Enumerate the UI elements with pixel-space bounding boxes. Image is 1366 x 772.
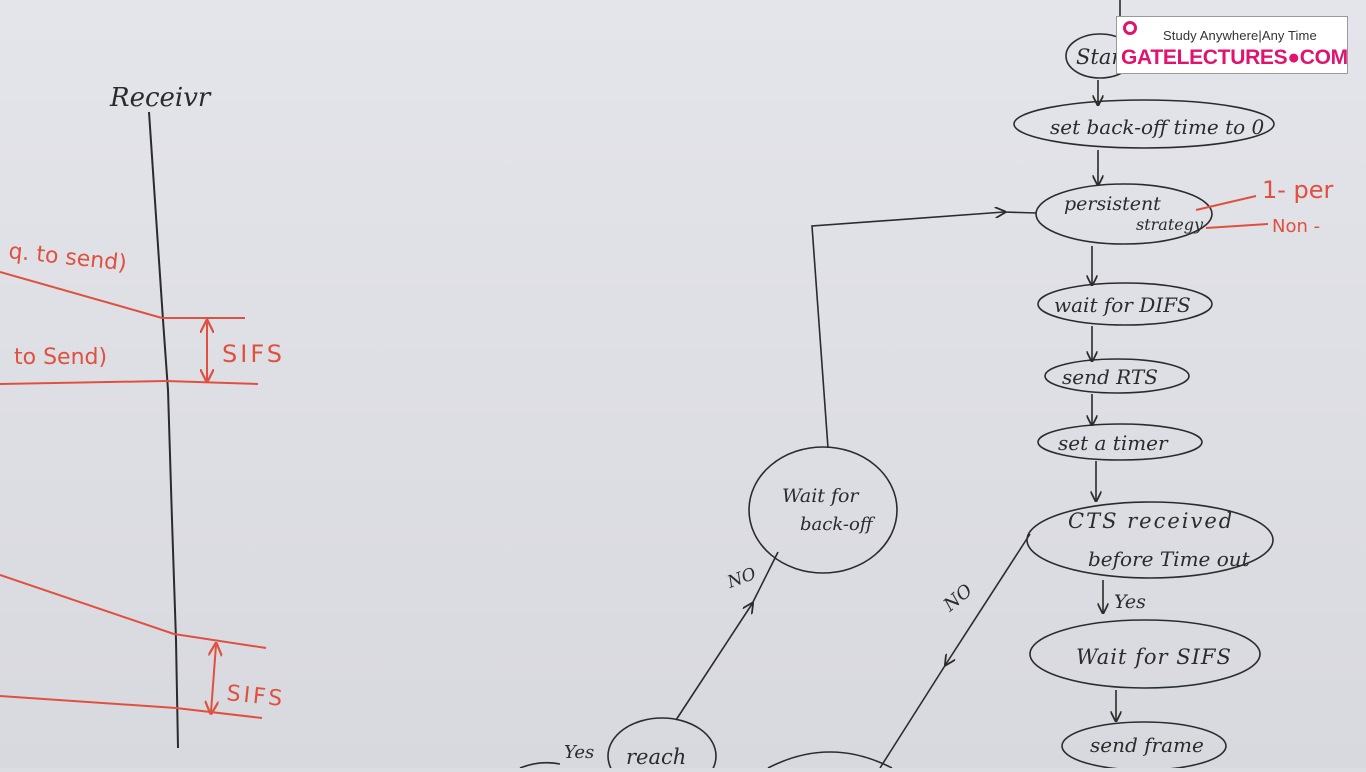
wait-difs-label: wait for DIFS [1054,293,1191,317]
cts-no-label: NO [939,580,977,616]
wait-difs-node [1037,282,1213,326]
lower-tick-2 [175,707,263,719]
wait-backoff-node [748,446,898,574]
strategy-branch-1-persistent [1195,195,1257,211]
set-timer-label: set a timer [1058,431,1169,455]
send-rts-node [1044,358,1190,394]
start-label: Star [1076,45,1123,69]
wait-backoff-label-2: back-off [800,514,876,535]
reach-no-label: NO [724,564,759,593]
lower-tick-1 [173,633,267,649]
send-rts-label: send RTS [1062,365,1158,389]
edge-cts-no-tail [879,663,947,769]
logo-brand: GATELECTURES●COM [1121,46,1348,69]
sifs-lower-label: SIFS [225,681,286,712]
reach-node [607,717,717,772]
lower-signal-line-1 [0,574,175,635]
receiver-axis [148,111,179,749]
logo-tagline: Study Anywhere|Any Time [1163,28,1317,43]
strategy-1-persistent-label: 1- per [1262,176,1334,204]
set-backoff-node [1013,99,1275,149]
cts-label-2: before Time out [1088,547,1251,571]
strategy-branch-non-persistent [1205,223,1269,229]
set-backoff-label: set back-off time to 0 [1050,115,1265,139]
rts-tick [165,380,259,385]
rts-partial-label: to Send) [14,345,107,370]
strategy-non-persistent-label: Non - [1272,216,1320,237]
logo-mark-icon [1123,21,1137,35]
edge-cts-no [946,533,1031,664]
gatelectures-logo: Study Anywhere|Any Time GATELECTURES●COM [1116,16,1348,74]
wait-backoff-label-1: Wait for [782,485,860,507]
lower-signal-line-2 [0,695,177,709]
cts-partial-label: q. to send) [7,239,127,276]
persistent-node [1035,183,1213,245]
receiver-timeline: Receivr q. to send) to Send) SIFS SIFS [0,83,286,749]
persistent-label-1: persistent [1064,193,1161,215]
wait-sifs-label: Wait for SIFS [1076,645,1232,669]
sifs-upper-label: SIFS [222,340,285,368]
receiver-label: Receivr [109,83,212,113]
persistent-label-2: strategy [1136,215,1204,234]
reach-yes-label: Yes [564,742,594,763]
cts-signal-line [0,271,163,319]
cts-label-1: CTS received [1068,509,1234,533]
send-frame-label: send frame [1090,733,1204,757]
reach-label: reach [626,745,686,768]
wait-sifs-node [1029,619,1261,689]
partial-bottom-node [767,751,893,769]
partial-left-node [519,761,561,769]
rts-signal-line [0,380,167,385]
edge-backoff-loop [811,212,1004,449]
cts-yes-label: Yes [1114,591,1146,613]
sifs-lower-bracket [211,645,216,712]
edge-reach-no [675,604,752,721]
set-timer-node [1037,423,1203,461]
edge-reach-no-tail [751,551,779,605]
